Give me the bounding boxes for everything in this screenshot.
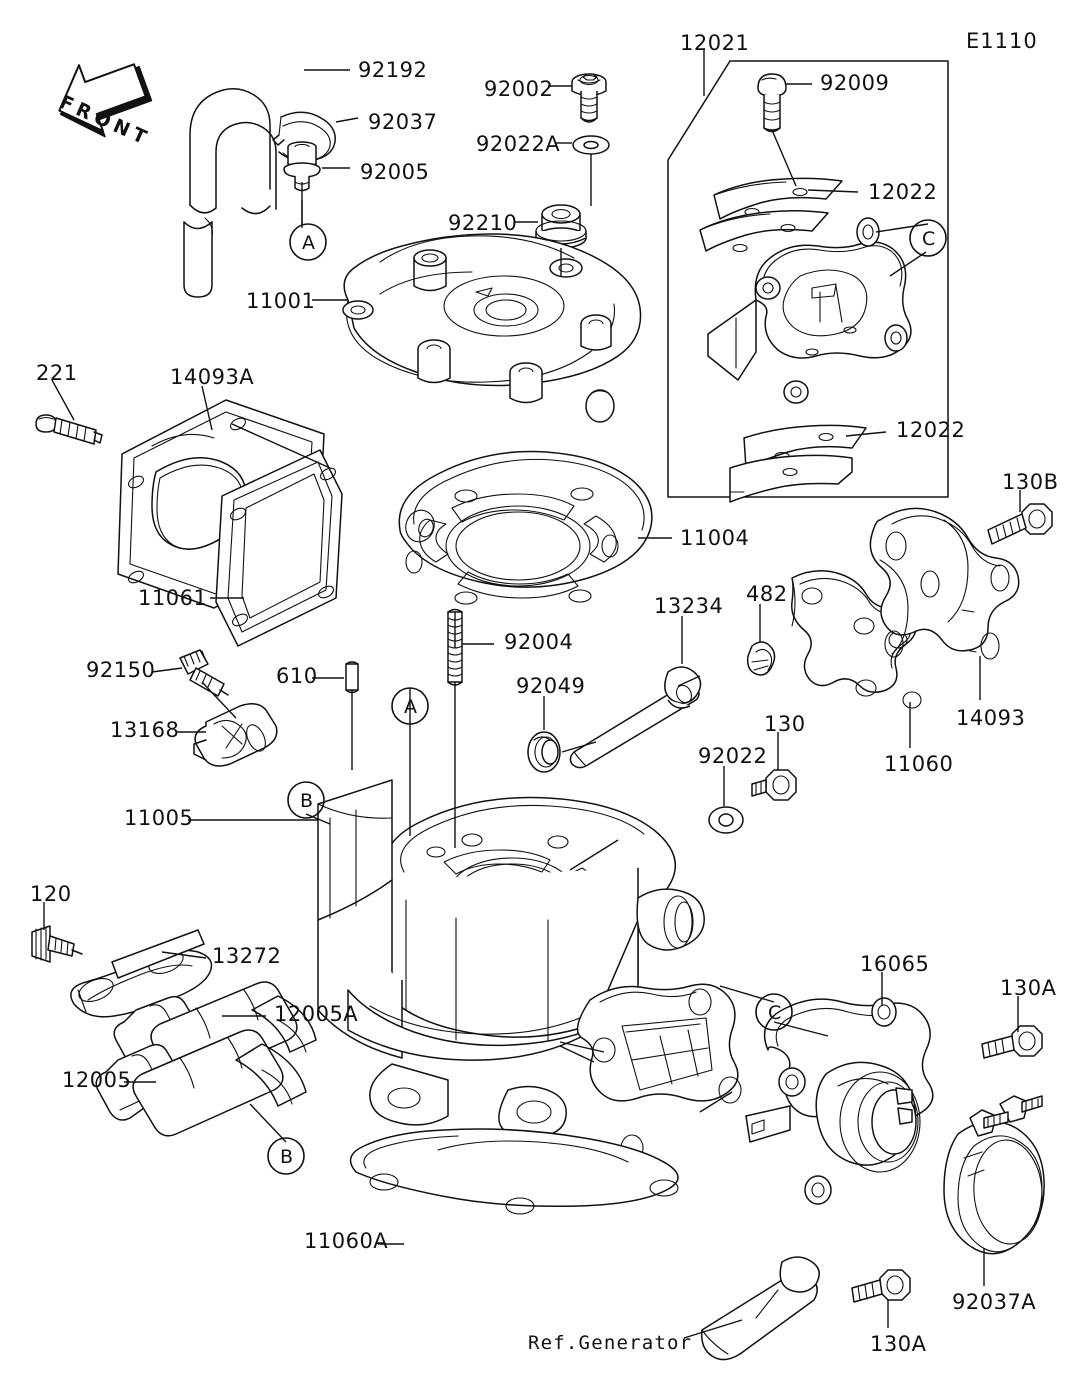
callout-11004[interactable]: 11004 bbox=[680, 526, 750, 550]
part-92002-bolt bbox=[571, 73, 607, 123]
part-12021-reed-cage bbox=[707, 217, 912, 404]
circle-ref-C-inset: C bbox=[922, 228, 936, 250]
part-11005-cylinder-block bbox=[317, 779, 742, 1215]
part-610-pin bbox=[345, 661, 359, 694]
circle-ref-C-low: C bbox=[768, 1002, 782, 1024]
callout-14093A[interactable]: 14093A bbox=[170, 365, 255, 389]
callout-13234[interactable]: 13234 bbox=[654, 594, 724, 618]
circle-ref-A-top: A bbox=[302, 232, 315, 254]
part-11001-cylinder-head bbox=[342, 233, 642, 423]
callout-92022A[interactable]: 92022A bbox=[476, 132, 561, 156]
part-16065-pump-housing bbox=[745, 997, 934, 1205]
callout-92049[interactable]: 92049 bbox=[516, 674, 586, 698]
part-130B-bolt bbox=[987, 503, 1053, 545]
callout-92009[interactable]: 92009 bbox=[820, 71, 890, 95]
part-92009-screw bbox=[757, 73, 787, 133]
circle-reference-markers bbox=[267, 219, 947, 1175]
part-13272-plate bbox=[70, 929, 213, 1018]
callout-14093[interactable]: 14093 bbox=[956, 706, 1026, 730]
part-92022-washer bbox=[708, 806, 744, 834]
part-92022A-washer bbox=[572, 135, 610, 155]
callout-11060A[interactable]: 11060A bbox=[304, 1229, 389, 1253]
part-130-bolt bbox=[751, 769, 797, 801]
part-221-screw bbox=[35, 414, 103, 445]
callout-221[interactable]: 221 bbox=[36, 361, 78, 385]
callout-92037[interactable]: 92037 bbox=[368, 110, 438, 134]
circle-ref-B-low: B bbox=[280, 1146, 294, 1168]
part-92005-valve bbox=[283, 141, 321, 192]
part-92150-bolt bbox=[179, 649, 229, 697]
callout-92150[interactable]: 92150 bbox=[86, 658, 156, 682]
callout-12021[interactable]: 12021 bbox=[680, 31, 750, 55]
callout-130A-bottom[interactable]: 130A bbox=[870, 1332, 927, 1356]
circle-ref-A-mid: A bbox=[404, 696, 417, 718]
part-130A-bolt-right bbox=[981, 1025, 1043, 1059]
callout-92192[interactable]: 92192 bbox=[358, 58, 428, 82]
part-14093-pump-cover bbox=[869, 507, 1020, 660]
callout-13272[interactable]: 13272 bbox=[212, 944, 282, 968]
callout-12022-lower[interactable]: 12022 bbox=[896, 418, 966, 442]
callout-11001[interactable]: 11001 bbox=[246, 289, 316, 313]
part-120-bolt bbox=[31, 925, 83, 963]
part-12022-reed-petals-upper bbox=[699, 177, 843, 253]
callout-610[interactable]: 610 bbox=[276, 664, 318, 688]
callout-12005[interactable]: 12005 bbox=[62, 1068, 132, 1092]
callout-12022-upper[interactable]: 12022 bbox=[868, 180, 938, 204]
inset-box-12021 bbox=[667, 60, 949, 498]
callout-130A-right[interactable]: 130A bbox=[1000, 976, 1057, 1000]
part-92037A-clamp bbox=[943, 1095, 1045, 1255]
diagram-ref-code: E1110 bbox=[966, 29, 1038, 53]
ref-generator-label[interactable]: Ref.Generator bbox=[528, 1332, 693, 1354]
callout-482[interactable]: 482 bbox=[746, 582, 788, 606]
callout-13168[interactable]: 13168 bbox=[110, 718, 180, 742]
part-482-circlip bbox=[746, 641, 776, 676]
part-92192-hose bbox=[183, 88, 277, 298]
callout-11005[interactable]: 11005 bbox=[124, 806, 194, 830]
part-13234-shaft bbox=[569, 666, 702, 769]
circle-ref-B-mid: B bbox=[300, 790, 314, 812]
part-130A-bolt-bottom bbox=[851, 1269, 911, 1303]
callout-92002[interactable]: 92002 bbox=[484, 77, 554, 101]
leader-lines bbox=[43, 50, 1021, 1339]
callout-130[interactable]: 130 bbox=[764, 712, 806, 736]
callout-16065[interactable]: 16065 bbox=[860, 952, 930, 976]
callout-92210[interactable]: 92210 bbox=[448, 211, 518, 235]
callout-12005A[interactable]: 12005A bbox=[274, 1002, 359, 1026]
part-ref-generator bbox=[700, 1256, 820, 1361]
callout-92037A[interactable]: 92037A bbox=[952, 1290, 1037, 1314]
part-92049-seal bbox=[527, 731, 561, 773]
callout-11061[interactable]: 11061 bbox=[138, 586, 208, 610]
callout-92004[interactable]: 92004 bbox=[504, 630, 574, 654]
callout-92022[interactable]: 92022 bbox=[698, 744, 768, 768]
callout-11060[interactable]: 11060 bbox=[884, 752, 954, 776]
front-direction-marker: FRONT bbox=[48, 55, 158, 160]
part-12022-reed-petals-lower bbox=[729, 424, 867, 503]
part-11004-head-gasket bbox=[398, 450, 653, 605]
part-13168-lever bbox=[193, 703, 278, 767]
callout-92005[interactable]: 92005 bbox=[360, 160, 430, 184]
callout-130B[interactable]: 130B bbox=[1002, 470, 1059, 494]
callout-120[interactable]: 120 bbox=[30, 882, 72, 906]
